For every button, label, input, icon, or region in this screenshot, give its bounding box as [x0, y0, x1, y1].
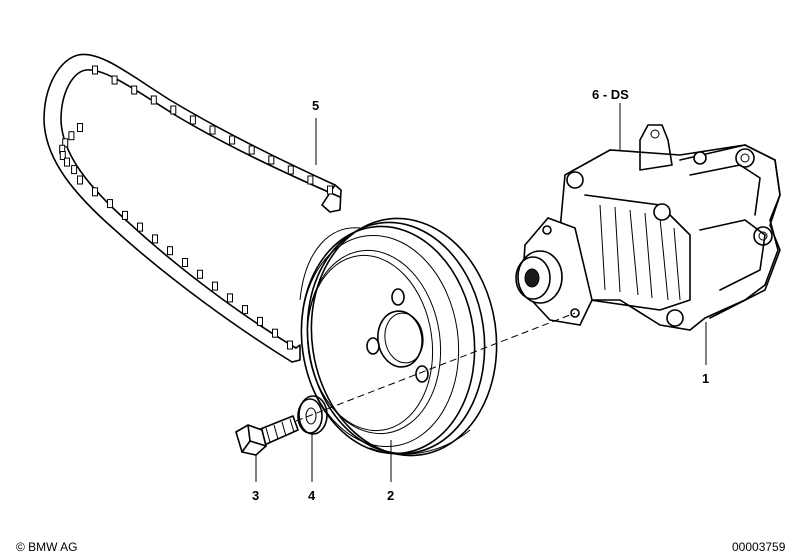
v-belt-illustration: [43, 53, 342, 363]
diagram-number: 00003759: [732, 540, 786, 554]
power-steering-pump-illustration: [515, 124, 781, 331]
belt-tooth: [92, 187, 98, 197]
callout-1: 1: [702, 371, 709, 386]
belt-tooth: [77, 175, 83, 185]
belt-tooth: [167, 246, 173, 256]
belt-tooth: [248, 145, 255, 155]
belt-tooth: [287, 340, 293, 350]
belt-teeth: [59, 65, 333, 350]
belt-tooth: [227, 293, 233, 303]
belt-tooth: [189, 115, 196, 125]
washer-illustration: [297, 395, 328, 435]
belt-tooth: [131, 85, 138, 95]
belt-tooth: [111, 75, 118, 85]
belt-tooth: [137, 222, 143, 232]
callout-4: 4: [308, 488, 316, 503]
belt-tooth: [182, 258, 188, 267]
belt-tooth: [64, 157, 70, 167]
belt-tooth: [242, 305, 248, 315]
belt-tooth: [307, 175, 314, 185]
belt-tooth: [268, 155, 275, 165]
bolt-illustration: [235, 415, 299, 456]
callout-5: 5: [312, 98, 319, 113]
belt-tooth: [209, 125, 216, 135]
belt-tooth: [107, 199, 113, 209]
belt-tooth: [212, 281, 218, 291]
copyright-text: © BMW AG: [16, 540, 78, 554]
callout-2: 2: [387, 488, 394, 503]
belt-tooth: [71, 165, 78, 175]
belt-tooth: [68, 131, 75, 141]
belt-tooth: [152, 234, 158, 244]
belt-tooth: [59, 151, 66, 160]
belt-tooth: [327, 185, 333, 195]
callout-3: 3: [252, 488, 259, 503]
callout-6: 6 - DS: [592, 87, 629, 102]
assembly-axis-line: [295, 312, 576, 422]
belt-tooth: [229, 135, 236, 145]
belt-tooth: [257, 316, 263, 326]
belt-tooth: [77, 123, 83, 132]
belt-tooth: [122, 210, 128, 220]
belt-tooth: [170, 105, 177, 115]
belt-tooth: [150, 95, 157, 105]
belt-tooth: [287, 165, 294, 175]
belt-tooth: [272, 328, 278, 338]
pulley-illustration: [299, 217, 498, 457]
belt-tooth: [92, 65, 98, 75]
belt-tooth: [197, 269, 203, 279]
